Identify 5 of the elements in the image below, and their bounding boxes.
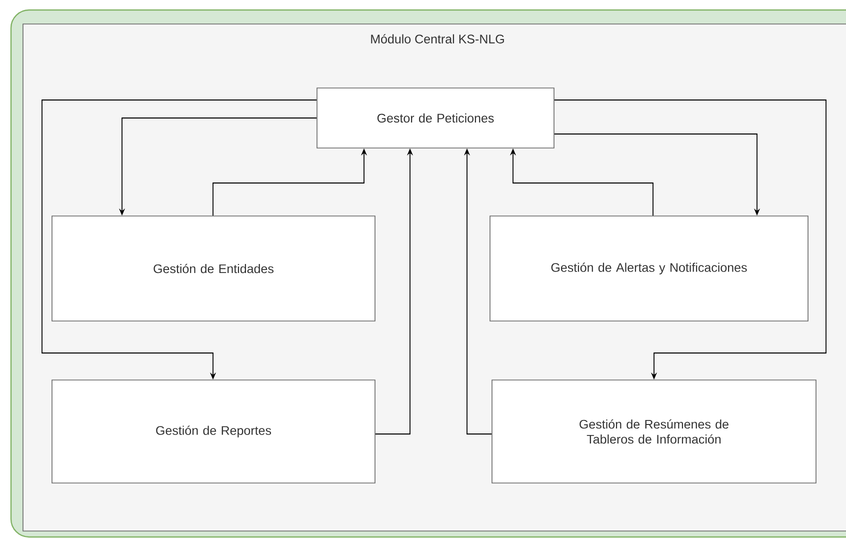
- process-box: Gestión de Alertas y Notificaciones: [490, 216, 808, 322]
- process-box: Gestión de Entidades: [52, 216, 376, 322]
- process-box: Gestor de Peticiones: [316, 88, 554, 148]
- process-box: Gestión de Reportes: [52, 380, 376, 484]
- process-box: Gestión de Resúmenes de Tableros de Información: [492, 380, 816, 484]
